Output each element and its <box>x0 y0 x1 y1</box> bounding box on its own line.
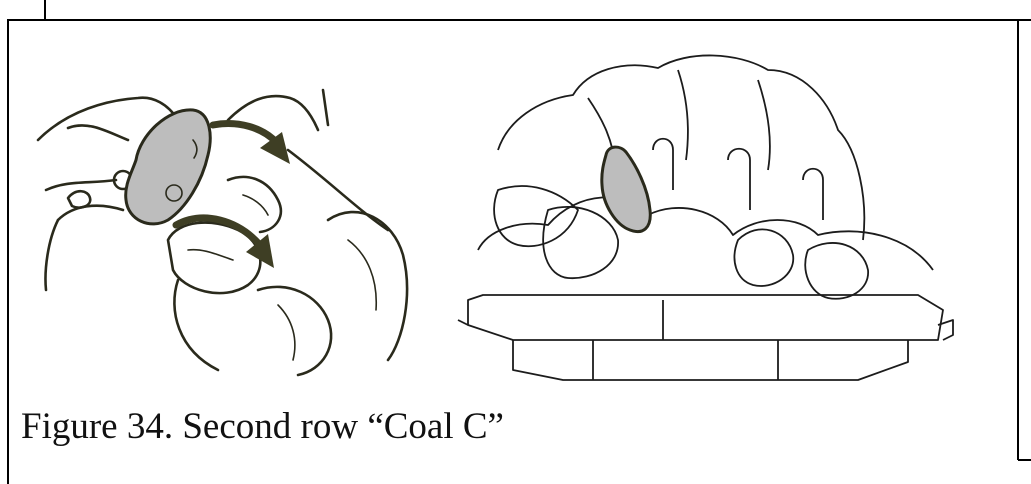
hand-placing-coal-illustration <box>28 80 428 380</box>
fireplace-coal-bed-illustration <box>438 40 958 390</box>
figure-caption: Figure 34. Second row “Coal C” <box>21 408 504 445</box>
coal-bed-sketch <box>168 177 407 375</box>
coal-c-icon <box>126 110 211 224</box>
hand-icon <box>38 90 388 290</box>
coal-c-icon <box>602 147 650 231</box>
fireplace-icon <box>458 55 953 380</box>
